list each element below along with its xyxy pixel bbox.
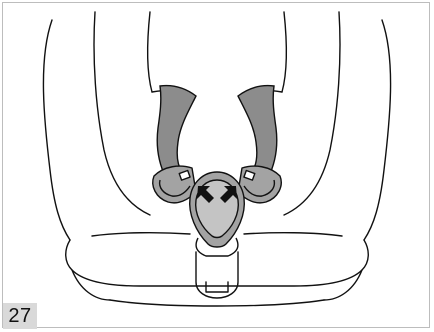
- step-number: 27: [8, 305, 31, 328]
- seat-cushion-top: [92, 233, 190, 236]
- seat-shell-left: [43, 20, 70, 240]
- torso-right-edge: [282, 12, 286, 92]
- torso-left-edge: [148, 12, 152, 92]
- seat-shell-right: [364, 20, 391, 240]
- seat-front-edge: [110, 300, 324, 306]
- seat-cushion-top-right: [244, 233, 342, 236]
- backrest-right-contour: [284, 12, 340, 215]
- crotch-strap: [196, 252, 238, 298]
- step-number-badge: 27: [3, 303, 37, 329]
- harness-buckle: [190, 172, 245, 256]
- right-shoulder-strap: [238, 86, 277, 178]
- crotch-strap-tab: [206, 282, 228, 292]
- left-shoulder-strap: [157, 86, 196, 178]
- backrest-left-contour: [94, 12, 150, 215]
